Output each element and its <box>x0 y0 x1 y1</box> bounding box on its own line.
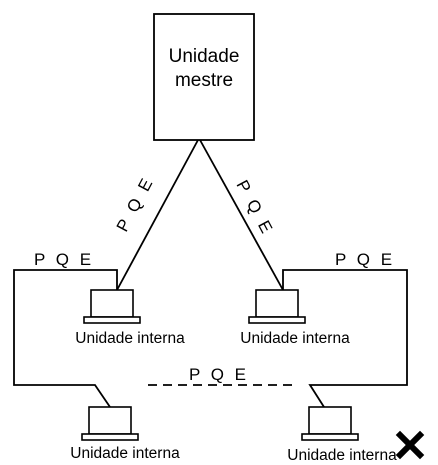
wire-master-to-right <box>199 139 284 291</box>
indoor-unit-2-label: Unidade interna <box>240 330 350 347</box>
indoor-unit-4-base <box>301 433 359 441</box>
indoor-unit-4-body <box>308 406 352 435</box>
master-unit: Unidade mestre <box>153 13 255 141</box>
indoor-unit-3-base <box>81 433 139 441</box>
pqe-label-right-loop: P Q E <box>335 250 395 269</box>
indoor-unit-1-base <box>83 316 141 324</box>
wiring-lines <box>13 139 408 408</box>
cross-icon <box>395 430 425 460</box>
wire-right-loop <box>282 269 408 408</box>
master-unit-label-line1: Unidade <box>169 46 240 67</box>
indoor-unit-1-label: Unidade interna <box>75 330 185 347</box>
master-unit-label-line2: mestre <box>175 70 233 91</box>
wire-left-loop <box>13 269 118 408</box>
indoor-unit-2-body <box>255 289 299 318</box>
pqe-label-left-loop: P Q E <box>34 250 94 269</box>
indoor-unit-4-label: Unidade interna <box>287 447 397 464</box>
indoor-unit-2 <box>248 289 306 324</box>
master-unit-box <box>153 13 255 141</box>
indoor-unit-3 <box>81 406 139 441</box>
indoor-unit-3-body <box>88 406 132 435</box>
indoor-unit-4 <box>301 406 359 441</box>
pqe-label-right-diagonal: P Q E <box>232 177 277 239</box>
pqe-label-bottom: P Q E <box>189 365 249 384</box>
wire-master-to-left <box>116 139 199 291</box>
indoor-unit-1 <box>83 289 141 324</box>
indoor-unit-1-body <box>90 289 134 318</box>
indoor-unit-2-base <box>248 316 306 324</box>
indoor-unit-3-label: Unidade interna <box>70 445 180 462</box>
